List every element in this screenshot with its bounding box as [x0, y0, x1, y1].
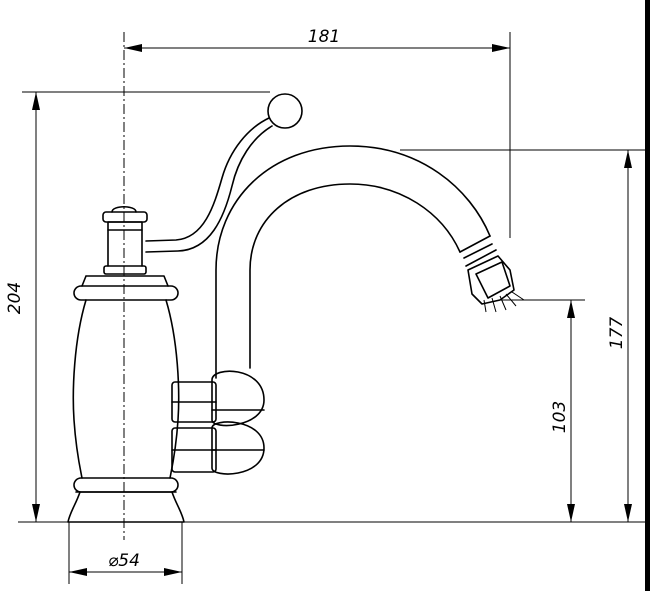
dimension-label-diameter-54: ⌀54: [108, 551, 140, 571]
dimension-181: 181: [124, 27, 511, 238]
faucet-left-body: [67, 93, 303, 523]
dimension-diameter-54: ⌀54: [68, 522, 183, 584]
dimension-label-204: 204: [5, 282, 25, 314]
faucet-spout: [211, 145, 525, 475]
image-edge-bar: [645, 0, 650, 591]
dimension-177: 177: [400, 149, 645, 522]
dimension-103: 103: [500, 299, 585, 522]
dimension-label-177: 177: [607, 317, 627, 350]
dimension-label-103: 103: [550, 401, 570, 433]
dimension-label-181: 181: [308, 27, 340, 47]
faucet-connectors: [171, 381, 217, 473]
dimension-204: 204: [5, 91, 270, 522]
